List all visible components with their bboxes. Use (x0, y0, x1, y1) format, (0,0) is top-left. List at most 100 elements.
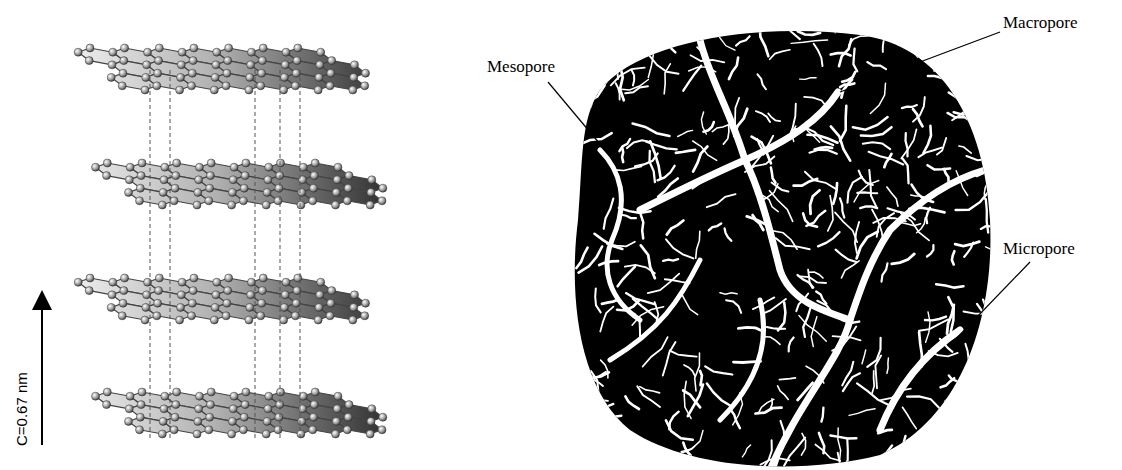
micropore (831, 53, 851, 55)
micropore (635, 153, 658, 166)
carbon-atom (207, 159, 215, 167)
carbon-atom (311, 159, 319, 167)
carbon-atom (161, 392, 169, 400)
micropore (583, 372, 609, 378)
micropore (901, 129, 916, 158)
carbon-atom (172, 401, 180, 409)
carbon-atom (241, 172, 249, 180)
carbon-atom (361, 82, 369, 90)
micropore (767, 327, 785, 329)
carbon-atom (361, 312, 369, 320)
carbon-atom (280, 316, 288, 324)
carbon-atom (142, 73, 150, 81)
micropore (952, 251, 955, 264)
micropore (926, 208, 930, 224)
carbon-ring (336, 417, 382, 434)
carbon-atom (258, 57, 266, 65)
carbon-atom (378, 197, 386, 205)
carbon-atom (206, 413, 214, 421)
micropore (648, 35, 676, 52)
carbon-atom (155, 287, 163, 295)
micropore (968, 378, 978, 401)
carbon-atom (108, 291, 116, 299)
micropore (637, 386, 660, 407)
micropore (683, 391, 700, 408)
micropore (678, 130, 693, 136)
carbon-atom (274, 426, 282, 434)
micropore (641, 245, 655, 278)
micropore (646, 142, 676, 150)
micropore (834, 0, 836, 33)
carbon-atom (161, 163, 169, 171)
micropore (709, 224, 721, 231)
carbon-atom (309, 426, 317, 434)
micropore (862, 350, 866, 364)
carbon-atom (326, 312, 334, 320)
micropore (828, 196, 833, 231)
micropore (618, 267, 635, 287)
carbon-atom (246, 303, 254, 311)
micropore (693, 141, 717, 160)
micropore (791, 40, 828, 43)
carbon-atom (379, 184, 387, 192)
micropore (919, 319, 948, 330)
micropore (842, 362, 853, 386)
micropore (948, 73, 979, 80)
micropore (840, 106, 846, 141)
carbon-atom (212, 61, 220, 69)
micropore (842, 261, 860, 278)
carbon-atom (275, 184, 283, 192)
carbon-atom (350, 303, 358, 311)
micropore (632, 71, 634, 86)
micropore (981, 226, 997, 229)
carbon-atom (310, 172, 318, 180)
carbon-atom (247, 291, 255, 299)
carbon-atom (155, 274, 163, 282)
carbon-atom (107, 303, 115, 311)
micropore (887, 10, 917, 34)
micropore (923, 126, 931, 153)
carbon-atom (188, 82, 196, 90)
micropore (810, 150, 837, 154)
carbon-atom (119, 299, 127, 307)
carbon-atom (362, 299, 370, 307)
carbon-atom (326, 82, 334, 90)
carbon-atom (362, 69, 370, 77)
micropore (853, 117, 888, 130)
micropore (760, 27, 769, 56)
carbon-atom (143, 291, 151, 299)
carbon-atom (205, 197, 213, 205)
carbon-atom (259, 44, 267, 52)
micropore (831, 126, 850, 160)
micropore (840, 198, 844, 217)
carbon-atom (327, 299, 335, 307)
micropore (667, 221, 684, 235)
carbon-atom (109, 48, 117, 56)
micropore (615, 167, 642, 171)
micropore (810, 190, 820, 214)
micropore (756, 111, 770, 122)
carbon-atom (228, 417, 236, 425)
carbon-atom (143, 61, 151, 69)
carbon-atom (262, 430, 270, 438)
micropore (756, 408, 782, 414)
micropore (700, 371, 702, 385)
carbon-atom (247, 278, 255, 286)
micropore (944, 169, 949, 182)
micropore (625, 396, 639, 409)
micropore (907, 396, 939, 407)
micropore (770, 191, 793, 222)
micropore (849, 409, 875, 416)
micropore (959, 146, 971, 153)
micropore (779, 378, 795, 380)
carbon-atom (144, 48, 152, 56)
micropore (602, 300, 618, 304)
micropore (693, 147, 707, 172)
micropore (863, 142, 890, 149)
carbon-atom (210, 86, 218, 94)
micropore (945, 398, 958, 401)
micropore (723, 125, 729, 144)
micropore (641, 215, 644, 239)
carbon-atom (280, 73, 288, 81)
carbon-atom (125, 405, 133, 413)
